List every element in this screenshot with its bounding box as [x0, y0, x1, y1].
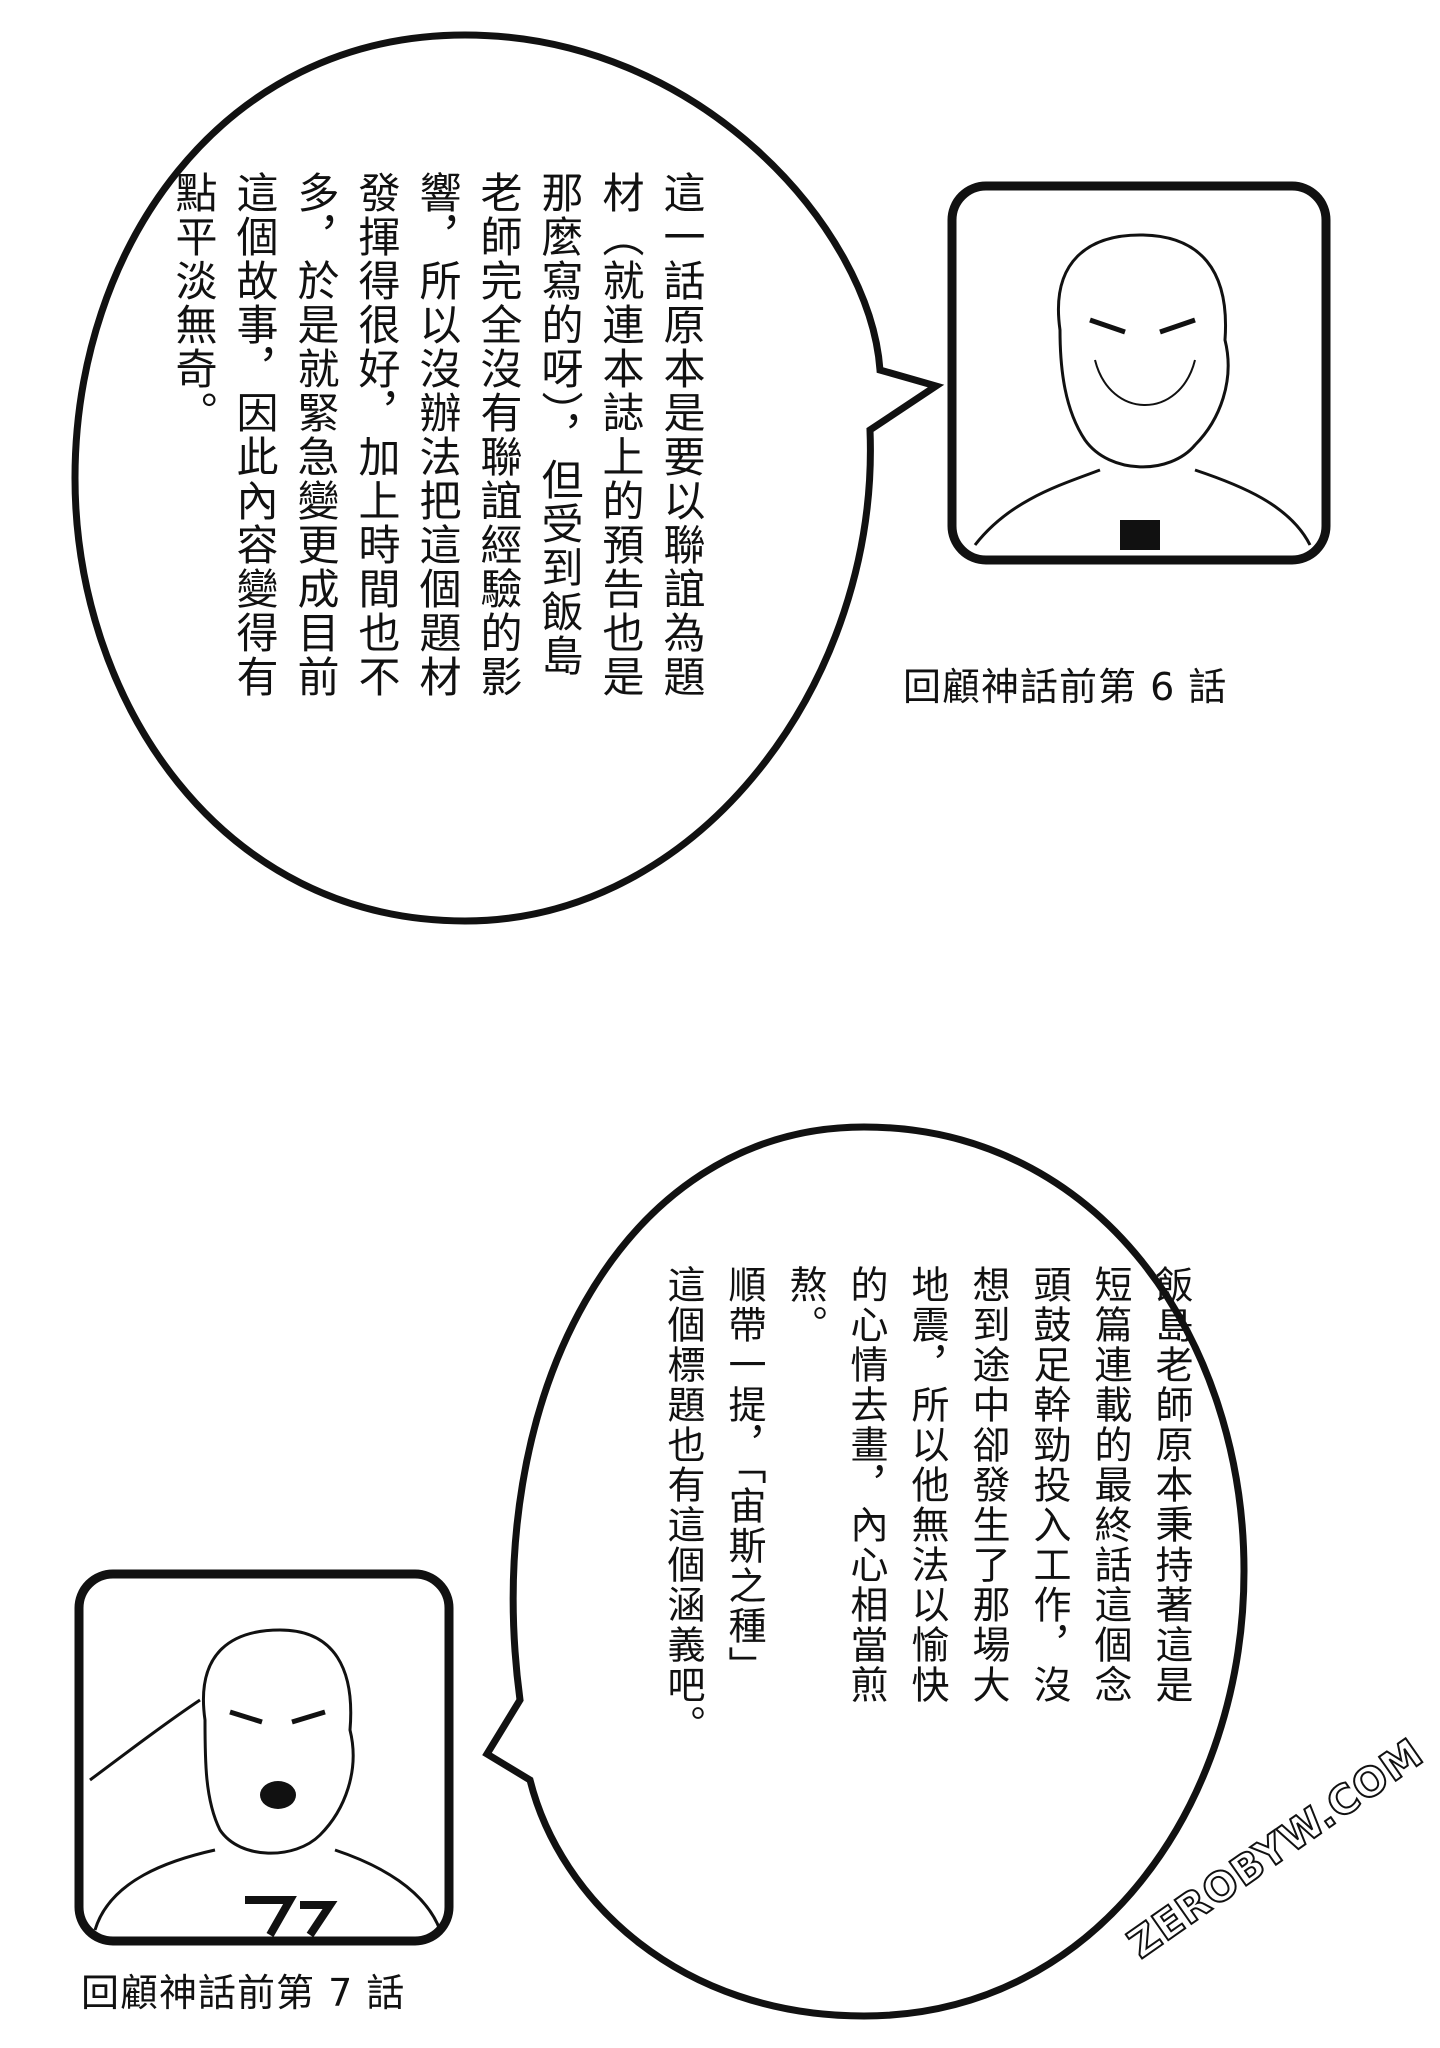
speech-bubble-bottom-text: 飯島老師原本秉持著這是 短篇連載的最終話這個念 頭鼓足幹勁投入工作，沒 想到途中… — [652, 1265, 1201, 1745]
text-column: 老師完全沒有聯誼經驗的影 — [474, 171, 523, 699]
text-column: 多，於是就緊急變更成目前 — [291, 171, 340, 699]
speech-bubble-top-text: 這一話原本是要以聯誼為題 材（就連本誌上的預告也是 那麼寫的呀），但受到飯島 老… — [163, 171, 712, 699]
text-column: 那麼寫的呀），但受到飯島 — [535, 171, 584, 678]
text-column: 這個故事，因此內容變得有 — [230, 171, 279, 699]
caption-bottom: 回顧神話前第 7 話 — [81, 1971, 406, 2015]
text-column: 發揮得很好，加上時間也不 — [352, 171, 401, 699]
text-column: 頭鼓足幹勁投入工作，沒 — [1027, 1265, 1071, 1705]
text-column: 點平淡無奇。 — [169, 171, 218, 435]
text-column: 短篇連載的最終話這個念 — [1088, 1265, 1132, 1705]
text-column: 想到途中卻發生了那場大 — [966, 1265, 1010, 1705]
text-column: 地震，所以他無法以愉快 — [905, 1265, 949, 1705]
speech-bubble-top — [71, 31, 945, 925]
caption-top: 回顧神話前第 6 話 — [903, 665, 1228, 709]
text-column: 這一話原本是要以聯誼為題 — [657, 171, 706, 699]
text-column: 飯島老師原本秉持著這是 — [1149, 1265, 1193, 1705]
speech-bubble-bottom — [482, 1123, 1248, 2020]
text-column: 順帶一提，「宙斯之種」 — [722, 1265, 766, 1686]
text-column: 熬。 — [783, 1265, 827, 1345]
text-column: 的心情去畫，內心相當煎 — [844, 1265, 888, 1705]
portrait-panel-bottom — [74, 1569, 454, 1946]
text-column: 響，所以沒辦法把這個題材 — [413, 171, 462, 699]
text-column: 這個標題也有這個涵義吧。 — [661, 1265, 705, 1745]
portrait-panel-top — [947, 181, 1331, 565]
text-column: 材（就連本誌上的預告也是 — [596, 171, 645, 699]
